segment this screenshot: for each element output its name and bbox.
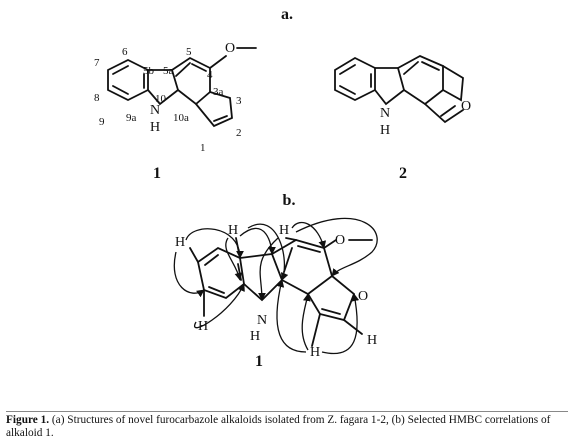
c1-nh-h: H <box>150 120 160 135</box>
c1-pos-10: 10 <box>155 93 167 105</box>
c1-pos-5a: 5a <box>163 65 174 77</box>
compound-2-structure: O N H 2 <box>334 54 471 182</box>
hmbc-n: N <box>257 313 267 328</box>
c1-pos-5b: 5b <box>143 65 155 77</box>
c1-pos-9: 9 <box>99 116 105 128</box>
c1-pos-1: 1 <box>200 142 206 154</box>
c1-pos-8: 8 <box>94 92 100 104</box>
c2-compound-number: 2 <box>399 165 407 182</box>
hmbc-h-6: H <box>228 223 238 238</box>
c2-nh-h: H <box>380 123 390 138</box>
c2-nh-n: N <box>380 106 390 121</box>
caption-text: (a) Structures of novel furocarbazole al… <box>6 414 551 439</box>
hmbc-compound-number: 1 <box>255 353 263 370</box>
hmbc-h-1: H <box>310 345 320 360</box>
compound-1-structure: O N H 6 7 8 9 9a 5b 5a 5 4 3a 3 2 1 10 1… <box>94 41 257 182</box>
c1-methoxy-o: O <box>225 41 235 56</box>
hmbc-methoxy-o: O <box>335 233 345 248</box>
hmbc-h-2: H <box>367 333 377 348</box>
c1-pos-2: 2 <box>236 127 242 139</box>
c1-pos-7: 7 <box>94 57 100 69</box>
hmbc-nh-h: H <box>250 329 260 344</box>
c1-pos-5: 5 <box>186 46 192 58</box>
figure-caption: Figure 1. (a) Structures of novel furoca… <box>6 411 568 440</box>
hmbc-correlation-structure: H H H H H H N H O O 1 <box>173 217 378 370</box>
c1-pos-3a: 3a <box>213 86 224 98</box>
hmbc-h-5: H <box>279 223 289 238</box>
c1-pos-10a: 10a <box>173 112 189 124</box>
c1-nh-n: N <box>150 103 160 118</box>
c1-pos-6: 6 <box>122 46 128 58</box>
c2-furan-o: O <box>461 99 471 114</box>
panel-a-label: a. <box>281 6 293 23</box>
hmbc-furan-o: O <box>358 289 368 304</box>
c1-pos-4: 4 <box>207 69 213 81</box>
c1-pos-9a: 9a <box>126 112 137 124</box>
caption-label: Figure 1. <box>6 414 50 426</box>
panel-b-label: b. <box>283 192 296 209</box>
hmbc-h-9: H <box>198 319 208 334</box>
c1-pos-3: 3 <box>236 95 242 107</box>
hmbc-h-7: H <box>175 235 185 250</box>
c1-compound-number: 1 <box>153 165 161 182</box>
